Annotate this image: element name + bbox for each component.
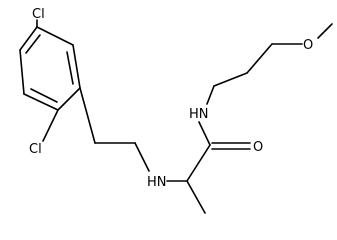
atom-labels: Cl Cl HN HN O O — [29, 7, 313, 190]
bond-ring-c6-c1-inner — [25, 34, 41, 54]
bond-ether-o-methyl — [317, 23, 333, 39]
bond-ring-c3-c4 — [57, 87, 81, 111]
bond-alpha-c-carbonyl — [186, 144, 211, 182]
bond-ring-ch2 — [79, 87, 96, 144]
bond-ring-c1-c2 — [36, 26, 74, 46]
bond-nh-ch2 — [206, 85, 215, 105]
bonds — [19, 19, 333, 214]
bond-ring-c4-c5 — [23, 93, 59, 111]
bond-ch2-ch2-b — [246, 43, 273, 74]
bond-carbonyl-nh — [198, 121, 211, 146]
bond-ch2-nh — [134, 142, 150, 172]
atom-carbonyl-o: O — [253, 140, 263, 155]
bond-c4-cl-bottom — [42, 109, 59, 142]
atom-amide-nh: HN — [189, 107, 209, 122]
atom-ether-o: O — [303, 38, 313, 53]
bond-ring-c2-c3 — [72, 44, 81, 89]
atom-cl-top: Cl — [32, 7, 45, 22]
chemical-structure: Cl Cl HN HN O O — [19, 7, 333, 214]
bond-alpha-c-methyl — [186, 180, 206, 214]
atom-cl-bottom: Cl — [29, 142, 42, 157]
bond-ring-c4-c5-inner — [30, 88, 58, 103]
atom-amine-nh: HN — [147, 175, 167, 190]
bond-ring-c5-c6 — [19, 49, 25, 95]
bond-ch2-ch2-a — [213, 72, 248, 87]
bond-ring-c6-c1 — [19, 26, 38, 51]
bond-ring-c2-c3-inner — [66, 51, 74, 85]
